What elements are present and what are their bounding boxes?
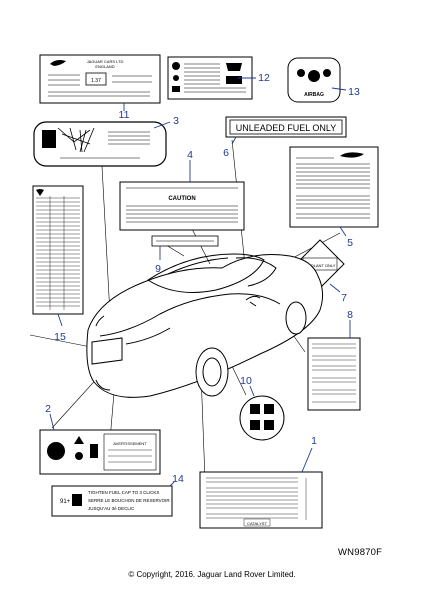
label-part-13: AIRBAG bbox=[287, 57, 341, 103]
label-part-4: CAUTION bbox=[119, 181, 245, 231]
label-part-10 bbox=[239, 395, 285, 441]
label-part-8 bbox=[307, 337, 361, 411]
label-part-3 bbox=[33, 121, 167, 167]
warning-triangle-icon bbox=[74, 436, 84, 444]
callout-13: 13 bbox=[348, 86, 360, 98]
figure-id: WN9870F bbox=[338, 547, 383, 558]
copyright-notice: © Copyright, 2016. Jaguar Land Rover Lim… bbox=[128, 570, 296, 579]
fuel-cap-line-2: SERRE LE BOUCHON DE RESERVOIR bbox=[88, 498, 170, 503]
jaguar-leaper-icon bbox=[50, 60, 66, 66]
england-text: ENGLAND bbox=[95, 64, 114, 69]
callout-2: 2 bbox=[45, 403, 51, 415]
jaguar-car-illustration bbox=[86, 253, 324, 398]
callout-15: 15 bbox=[54, 331, 66, 343]
label-part-14: 91+ TIGHTEN FUEL CAP TO 3 CLICKS SERRE L… bbox=[51, 485, 173, 517]
fuel-cap-number-text: 91+ bbox=[60, 499, 71, 505]
label-part-2: AVERTISSEMENT bbox=[39, 429, 161, 475]
jaguar-car-icon bbox=[340, 152, 364, 158]
callout-3: 3 bbox=[173, 115, 179, 127]
fuel-cap-line-3: JUSQU'AU 3è DECLIC bbox=[88, 506, 135, 511]
callout-14: 14 bbox=[172, 473, 184, 485]
callout-5: 5 bbox=[347, 237, 353, 249]
jaguar-cars-text: JAGUAR CARS LTD bbox=[87, 59, 124, 64]
callout-11: 11 bbox=[119, 109, 130, 121]
label-11-box-text: 1.37 bbox=[91, 78, 101, 84]
avertissement-text: AVERTISSEMENT bbox=[113, 441, 147, 446]
callout-8: 8 bbox=[347, 309, 353, 321]
airbag-icon bbox=[308, 70, 320, 82]
airbag-text: AIRBAG bbox=[304, 92, 324, 98]
label-part-6: UNLEADED FUEL ONLY bbox=[225, 116, 347, 138]
callout-4: 4 bbox=[187, 149, 193, 161]
fuel-cap-line-1: TIGHTEN FUEL CAP TO 3 CLICKS bbox=[88, 490, 159, 495]
label-part-9 bbox=[151, 235, 219, 247]
callout-6: 6 bbox=[223, 147, 229, 159]
unleaded-fuel-text: UNLEADED FUEL ONLY bbox=[236, 123, 337, 133]
label-part-1: CATALYST bbox=[199, 471, 323, 529]
callout-12: 12 bbox=[258, 72, 270, 84]
coolant-text: COOLANT ONLY bbox=[305, 263, 336, 268]
callout-9: 9 bbox=[155, 263, 161, 275]
callout-10: 10 bbox=[240, 375, 252, 387]
callouts: 11 12 13 3 6 4 5 9 7 8 15 10 2 bbox=[45, 72, 360, 487]
label-part-15 bbox=[32, 185, 84, 315]
catalyst-text: CATALYST bbox=[247, 521, 267, 526]
fan-icon bbox=[47, 442, 65, 460]
caution-text: CAUTION bbox=[168, 196, 195, 202]
label-part-5 bbox=[289, 146, 379, 228]
callout-1: 1 bbox=[311, 435, 317, 447]
callout-7: 7 bbox=[341, 292, 347, 304]
label-part-11: JAGUAR CARS LTD ENGLAND 1.37 bbox=[39, 54, 161, 104]
fuel-pump-icon bbox=[72, 494, 82, 506]
